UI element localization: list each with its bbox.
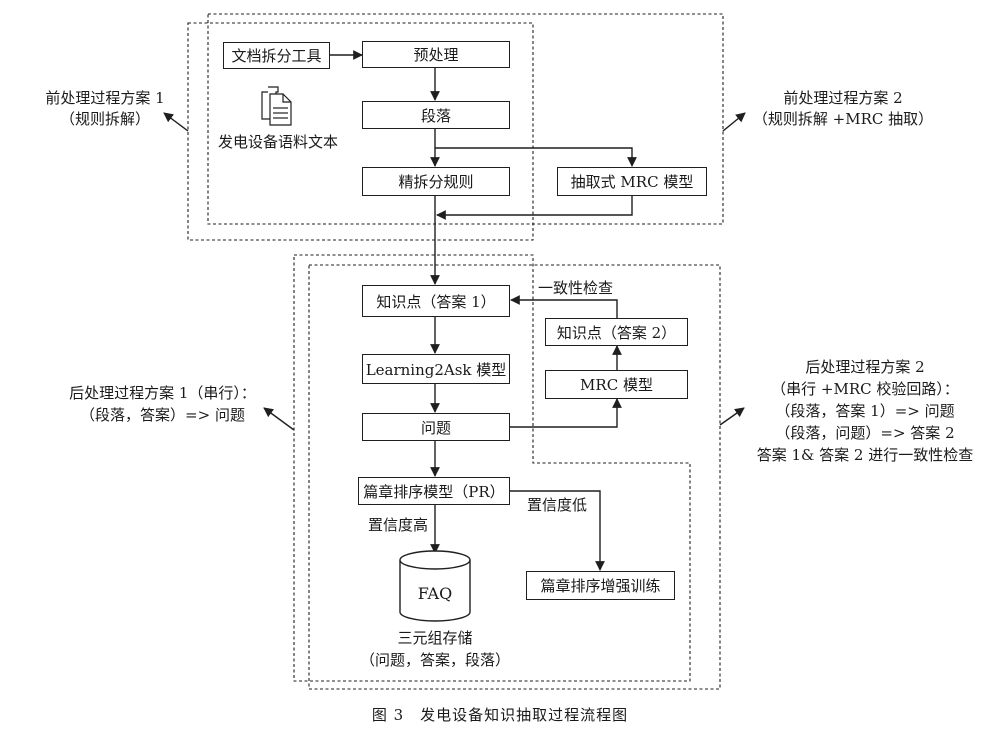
figure-caption: 图 3 发电设备知识抽取过程流程图 [371, 706, 629, 724]
corpus-label: 发电设备语料文本 [218, 133, 339, 151]
pre-scheme-2-boundary [207, 13, 724, 225]
fine-split-rules-label: 精拆分规则 [398, 173, 474, 191]
paragraph-label: 段落 [420, 106, 451, 125]
arrow-question-to-mrc [510, 398, 622, 428]
high-confidence-label: 置信度高 [368, 516, 429, 534]
paragraph-box: 段落 [362, 101, 510, 129]
pointer-pre-scheme-1 [163, 112, 189, 132]
mrc-model-label: MRC 模型 [580, 376, 653, 394]
learning2ask-label: Learning2Ask 模型 [365, 360, 507, 379]
splitter-tool-box: 文档拆分工具 [223, 42, 330, 69]
triple-store-title: 三元组存储 [397, 629, 473, 647]
post-scheme-2-line5: 答案 1& 答案 2 进行一致性检查 [756, 446, 974, 464]
document-icon [261, 86, 292, 126]
knowledge-point-1-label: 知识点（答案 1） [376, 292, 496, 311]
consistency-check-label: 一致性检查 [538, 279, 614, 297]
faq-cylinder [399, 550, 471, 622]
pr-training-label: 篇章排序增强训练 [540, 577, 661, 595]
faq-label: FAQ [417, 584, 453, 603]
pr-training-box: 篇章排序增强训练 [526, 571, 675, 600]
arrow-consistency-check [510, 295, 618, 318]
post-scheme-1-title: 后处理过程方案 1（串行）： [69, 384, 256, 402]
splitter-tool-label: 文档拆分工具 [231, 47, 322, 65]
post-scheme-2-line2: （串行 +MRC 校验回路）： [771, 380, 959, 398]
low-confidence-label: 置信度低 [527, 496, 588, 514]
pointer-pre-scheme-2 [722, 112, 746, 132]
question-box: 问题 [362, 413, 510, 441]
fine-split-rules-box: 精拆分规则 [362, 167, 510, 196]
pre-scheme-1-detail: （规则拆解） [59, 110, 150, 128]
learning2ask-box: Learning2Ask 模型 [362, 354, 510, 384]
post-scheme-1-detail: （段落，答案）=> 问题 [80, 406, 245, 424]
mrc-model-box: MRC 模型 [545, 370, 688, 399]
pr-model-label: 篇章排序模型（PR） [363, 482, 505, 501]
post-scheme-1-boundary [293, 254, 691, 682]
post-scheme-2-line3: （段落，答案 1）=> 问题 [775, 402, 955, 420]
pointer-post-scheme-2 [719, 407, 745, 426]
post-scheme-2-title: 后处理过程方案 2 [805, 358, 925, 376]
pre-scheme-2-title: 前处理过程方案 2 [783, 89, 903, 107]
pre-scheme-1-boundary [187, 22, 534, 241]
arrow-paragraph-to-mrc-extract [435, 147, 637, 167]
triple-store-fields: （问题，答案，段落） [359, 651, 510, 669]
mrc-extract-label: 抽取式 MRC 模型 [570, 173, 694, 191]
post-scheme-2-line4: （段落，问题）=> 答案 2 [775, 424, 955, 442]
knowledge-point-2-box: 知识点（答案 2） [545, 318, 688, 346]
pre-scheme-2-detail: （规则拆解 +MRC 抽取） [752, 110, 934, 128]
pre-scheme-1-title: 前处理过程方案 1 [45, 89, 165, 107]
mrc-extract-box: 抽取式 MRC 模型 [557, 167, 707, 196]
arrow-mrc-extract-merge [436, 196, 633, 220]
preprocess-label: 预处理 [413, 46, 459, 64]
arrow-pr-to-training [510, 490, 605, 571]
question-label: 问题 [420, 418, 451, 437]
knowledge-point-2-label: 知识点（答案 2） [556, 323, 677, 342]
post-scheme-2-boundary [308, 264, 721, 690]
pr-model-box: 篇章排序模型（PR） [358, 477, 510, 505]
knowledge-point-1-box: 知识点（答案 1） [362, 285, 510, 317]
pointer-post-scheme-1 [263, 407, 295, 431]
preprocess-box: 预处理 [362, 41, 510, 68]
